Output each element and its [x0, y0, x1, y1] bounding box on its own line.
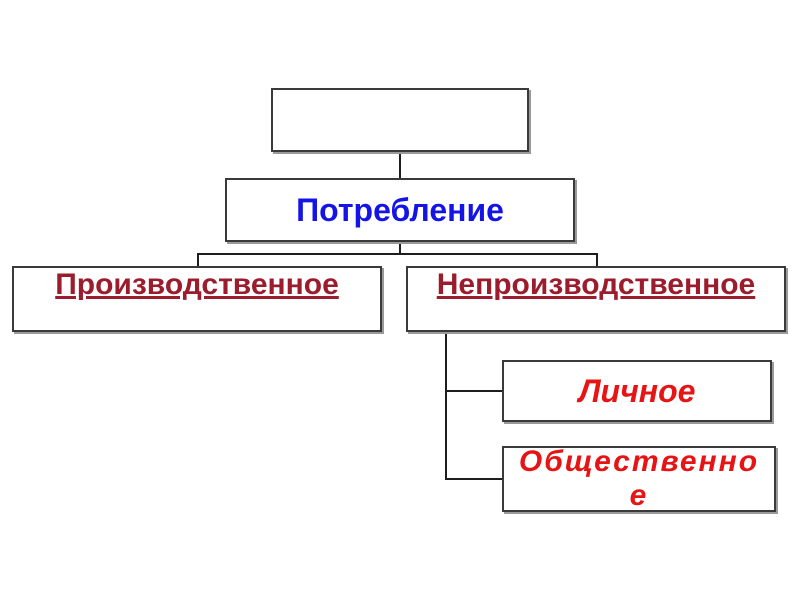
personal-consumption-label: Личное — [578, 372, 696, 409]
connector-main-down — [399, 242, 401, 254]
connector-to-productive — [197, 253, 199, 266]
consumption-label: Потребление — [296, 191, 504, 228]
personal-consumption-box: Личное — [502, 360, 772, 422]
connector-nonproductive-vertical — [445, 332, 447, 480]
consumption-box: Потребление — [225, 178, 575, 242]
productive-consumption-box: Производственное — [12, 266, 382, 332]
connector-to-social — [445, 478, 502, 480]
connector-top-to-main — [399, 152, 401, 178]
social-consumption-box: Общественное — [502, 446, 776, 512]
productive-consumption-label: Производственное — [55, 268, 339, 301]
social-consumption-label: Общественное — [518, 446, 760, 512]
nonproductive-consumption-box: Непроизводственное — [406, 266, 786, 332]
connector-to-nonproductive — [596, 253, 598, 266]
nonproductive-consumption-label: Непроизводственное — [436, 268, 756, 301]
connector-horizontal-level2 — [197, 253, 597, 255]
connector-to-personal — [445, 390, 502, 392]
top-box — [271, 88, 529, 152]
